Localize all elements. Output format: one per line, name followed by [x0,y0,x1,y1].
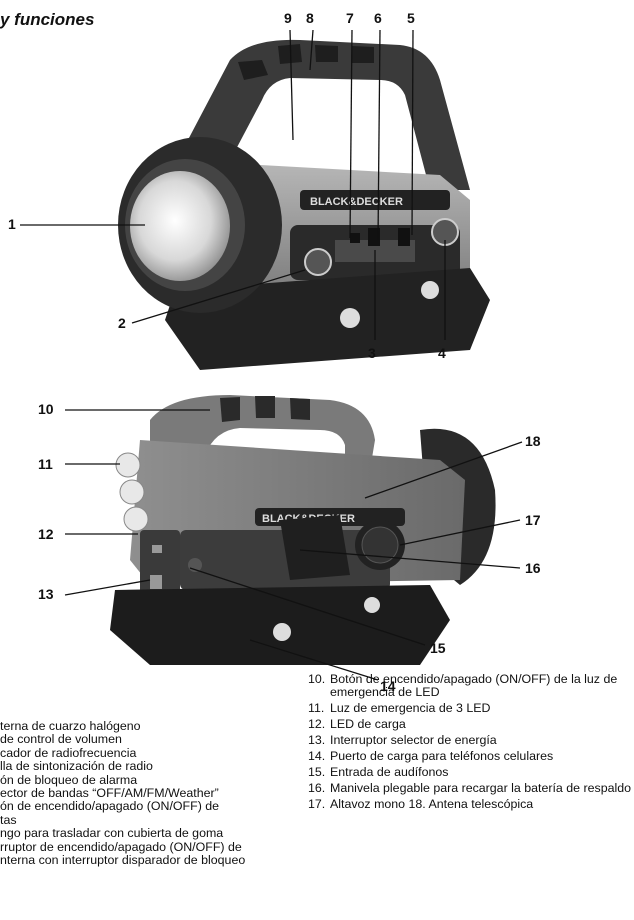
legend-left-item: ón de bloqueo de alarma [0,773,138,787]
section-heading: y funciones [0,10,95,29]
legend-left-item: nterna con interruptor disparador de blo… [0,853,246,867]
callout-16: 16 [525,560,541,576]
legend-left-item: rruptor de encendido/apagado (ON/OFF) de [0,840,242,854]
legend-item: 12. LED de carga [308,718,634,731]
legend-item: 16. Manivela plegable para recargar la b… [308,782,634,795]
legend-left-item: lla de sintonización de radio [0,760,153,774]
callout-14: 14 [380,678,396,694]
product-illustrations: BLACK&DECKER BLACK&DECKER [20,29,523,681]
callout-3: 3 [368,345,376,361]
lower-device: BLACK&DECKER [110,395,496,665]
legend-item: 17. Altavoz mono 18. Antena telescópica [308,798,634,811]
legend-item-text: Entrada de audífonos [330,765,449,779]
legend-item: 11. Luz de emergencia de 3 LED [308,702,634,715]
callout-15: 15 [430,640,446,656]
legend-item-number: 14. [308,749,326,763]
callout-13: 13 [38,586,54,602]
callout-10: 10 [38,401,54,417]
legend-item-text: Botón de encendido/apagado (ON/OFF) de l… [330,672,618,699]
callout-4: 4 [438,345,446,361]
legend-item-number: 10. [308,672,326,686]
callout-1: 1 [8,216,16,232]
legend-item-text: LED de carga [330,717,406,731]
legend-left-item: cador de radiofrecuencia [0,746,137,760]
callout-2: 2 [118,315,126,331]
callout-6: 6 [374,10,382,26]
callout-5: 5 [407,10,415,26]
legend-item-number: 16. [308,781,326,795]
legend-left-item: terna de cuarzo halógeno [0,720,141,733]
legend-left-item: tas [0,813,17,827]
brand-logo-upper: BLACK&DECKER [310,196,403,208]
callout-12: 12 [38,526,54,542]
upper-device: BLACK&DECKER [118,39,490,370]
leader-lines [20,29,523,681]
legend-left-item: de control de volumen [0,733,122,747]
legend-left-item: ón de encendido/apagado (ON/OFF) de [0,800,220,814]
callout-9: 9 [284,10,292,26]
callout-8: 8 [306,10,314,26]
legend-item-number: 13. [308,733,326,747]
legend-item-text: Puerto de carga para teléfonos celulares [330,749,554,763]
callout-18: 18 [525,433,541,449]
legend-left-item: ngo para trasladar con cubierta de goma [0,827,224,841]
legend-list-left: terna de cuarzo halógeno de control de v… [0,720,290,867]
legend-item-text: Interruptor selector de energía [330,733,497,747]
legend-list-right: 10. Botón de encendido/apagado (ON/OFF) … [308,673,634,814]
legend-item-number: 15. [308,765,326,779]
legend-item-number: 12. [308,717,326,731]
legend-item-text: Altavoz mono 18. Antena telescópica [330,797,534,811]
callout-17: 17 [525,512,541,528]
legend-left-item: ector de bandas “OFF/AM/FM/Weather” [0,786,219,800]
callout-11: 11 [38,456,53,472]
legend-item-number: 11. [308,701,325,715]
legend-item-text: Luz de emergencia de 3 LED [330,701,491,715]
callout-7: 7 [346,10,354,26]
legend-item: 15. Entrada de audífonos [308,766,634,779]
legend-item-text: Manivela plegable para recargar la bater… [330,781,632,795]
legend-item: 14. Puerto de carga para teléfonos celul… [308,750,634,763]
legend-item-number: 17. [308,797,326,811]
legend-item: 10. Botón de encendido/apagado (ON/OFF) … [308,673,634,699]
legend-item: 13. Interruptor selector de energía [308,734,634,747]
